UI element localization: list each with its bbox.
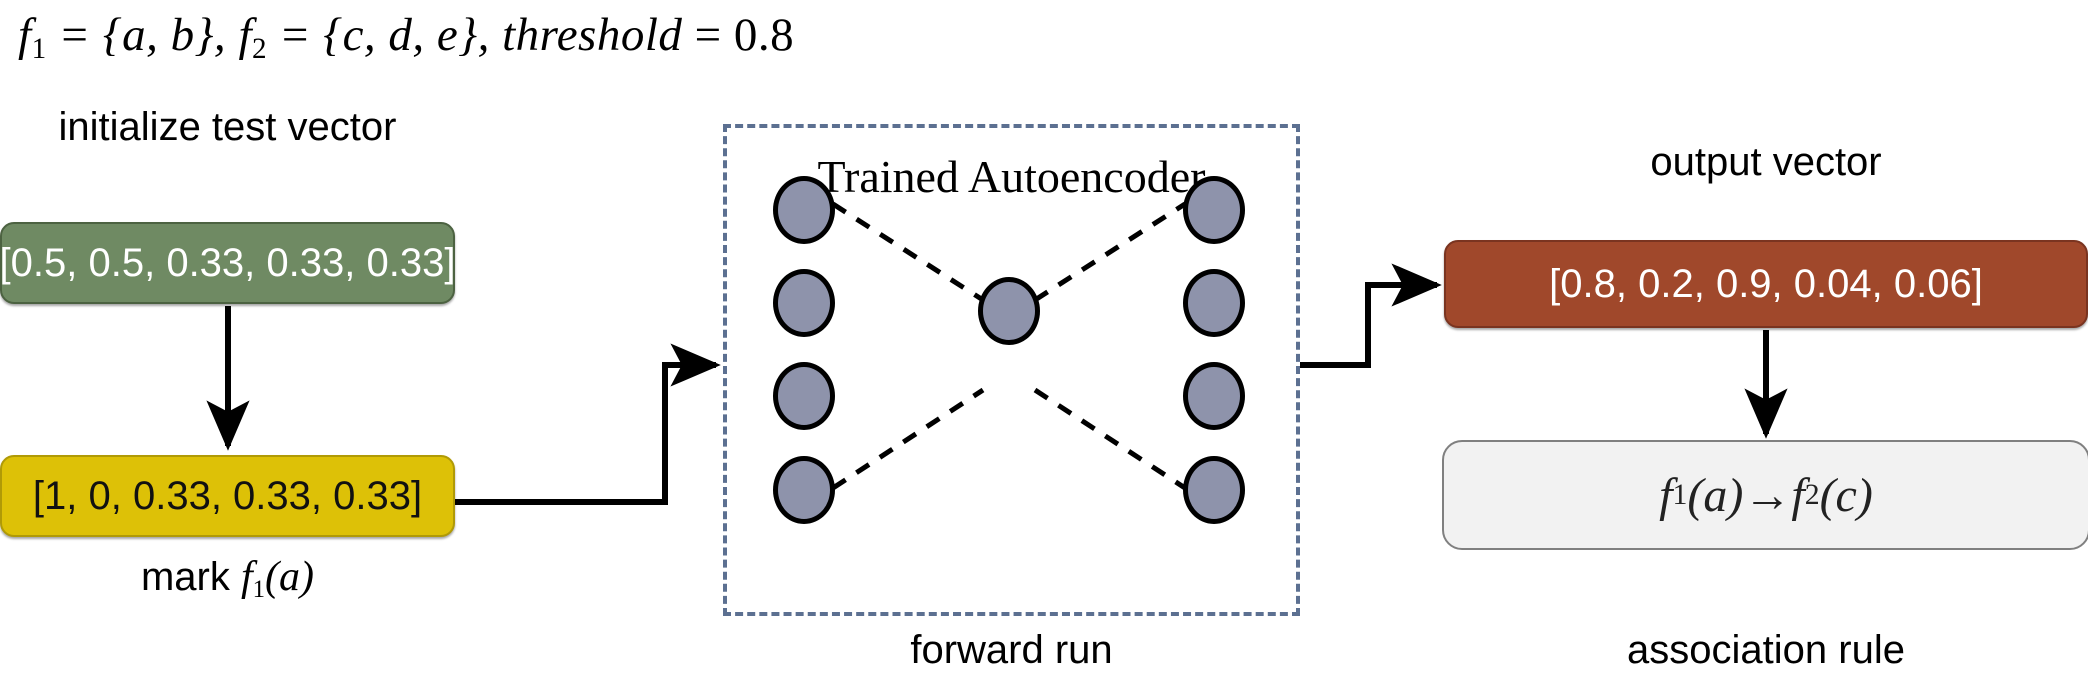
output-vector-caption: output vector [1650, 140, 1882, 184]
input-neuron-2[interactable] [773, 269, 835, 337]
rule-f1-symbol: f [1659, 468, 1673, 522]
trained-autoencoder-panel [723, 124, 1300, 616]
marked-vector-box[interactable]: [1, 0, 0.33, 0.33, 0.33] [0, 455, 455, 537]
input-neuron-3[interactable] [773, 362, 835, 430]
rule-implication-arrow: → [1743, 468, 1792, 522]
formula-f1-set: = {a, b}, [46, 9, 239, 61]
rule-f2-symbol: f [1791, 468, 1805, 522]
formula-f1-symbol: f [18, 9, 32, 61]
mark-caption-text: mark [140, 555, 241, 599]
mark-caption-f-subscript: 1 [252, 575, 266, 603]
output-neuron-4[interactable] [1183, 456, 1245, 524]
parameters-formula: f1 = {a, b}, f2 = {c, d, e}, threshold =… [18, 8, 794, 66]
formula-f1-subscript: 1 [31, 33, 47, 66]
output-neuron-1[interactable] [1183, 176, 1245, 244]
rule-f1-subscript: 1 [1672, 478, 1688, 511]
hidden-neuron-1[interactable] [978, 277, 1040, 345]
formula-f2-symbol: f [238, 9, 252, 61]
arrow-autoencoder-to-output [1300, 263, 1442, 368]
forward-run-caption: forward run [910, 628, 1113, 672]
rule-f2-argument: (c) [1819, 468, 1873, 522]
input-neuron-1[interactable] [773, 176, 835, 244]
test-vector-box[interactable]: [0.5, 0.5, 0.33, 0.33, 0.33] [0, 222, 455, 304]
output-neuron-3[interactable] [1183, 362, 1245, 430]
rule-f2-subscript: 2 [1804, 478, 1820, 511]
arrow-marked-to-autoencoder [455, 343, 721, 505]
output-neuron-2[interactable] [1183, 269, 1245, 337]
mark-caption-f-symbol: f [240, 554, 253, 600]
output-vector-box[interactable]: [0.8, 0.2, 0.9, 0.04, 0.06] [1444, 240, 2088, 328]
mark-vector-caption: mark f1(a) [0, 553, 455, 604]
autoencoder-title: Trained Autoencoder [817, 151, 1206, 202]
formula-f2-set: = {c, d, e}, [266, 9, 503, 61]
formula-threshold-label: threshold [502, 9, 683, 61]
mark-caption-f-argument: (a) [265, 554, 315, 600]
rule-f1-argument: (a) [1687, 468, 1744, 522]
input-neuron-4[interactable] [773, 456, 835, 524]
association-rule-caption: association rule [1627, 628, 1905, 672]
formula-f2-subscript: 2 [252, 33, 267, 66]
initialize-test-vector-caption: initialize test vector [58, 105, 397, 149]
formula-threshold-value: = 0.8 [682, 9, 795, 61]
